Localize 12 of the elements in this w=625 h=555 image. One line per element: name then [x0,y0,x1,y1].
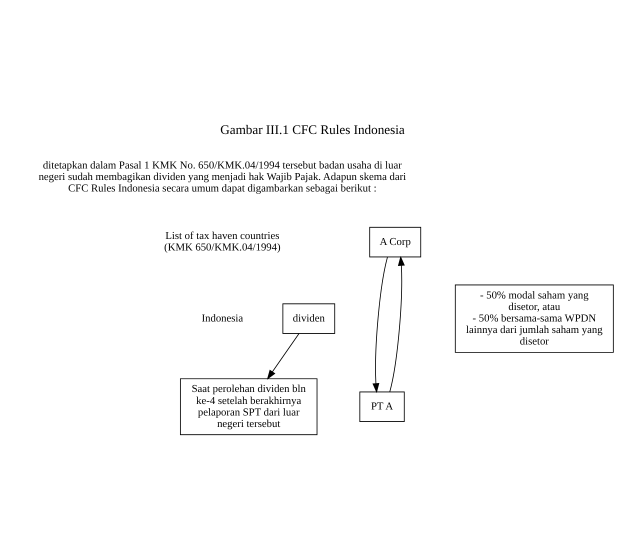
node-box: A Corp [369,226,422,258]
arrow [266,333,300,380]
arrow [389,256,405,392]
diagram-title: Gambar III.1 CFC Rules Indonesia [220,122,405,138]
label: ditetapkan dalam Pasal 1 KMK No. 650/KMK.04/1994 tersebut badan usaha di luar negeri sudah membagikan dividen yang menjadi hak Wajib Pajak. Adapun skema dari CFC Rules Indonesia secara umum dapat digambarkan sebagai berikut : [38,159,406,194]
node-box: PT A [359,392,405,422]
label: Indonesia [202,312,244,324]
node-box: - 50% modal saham yang disetor, atau - 50% bersama-sama WPDN lainnya dari jumlah saham yang disetor [454,284,614,353]
label: List of tax haven countries (KMK 650/KMK.04/1994) [164,230,281,254]
arrow [372,256,388,394]
node-box: Saat perolehan dividen bln ke-4 setelah berakhirnya pelaporan SPT dari luar negeri tersebut [180,378,318,436]
node-box: dividen [282,303,336,334]
